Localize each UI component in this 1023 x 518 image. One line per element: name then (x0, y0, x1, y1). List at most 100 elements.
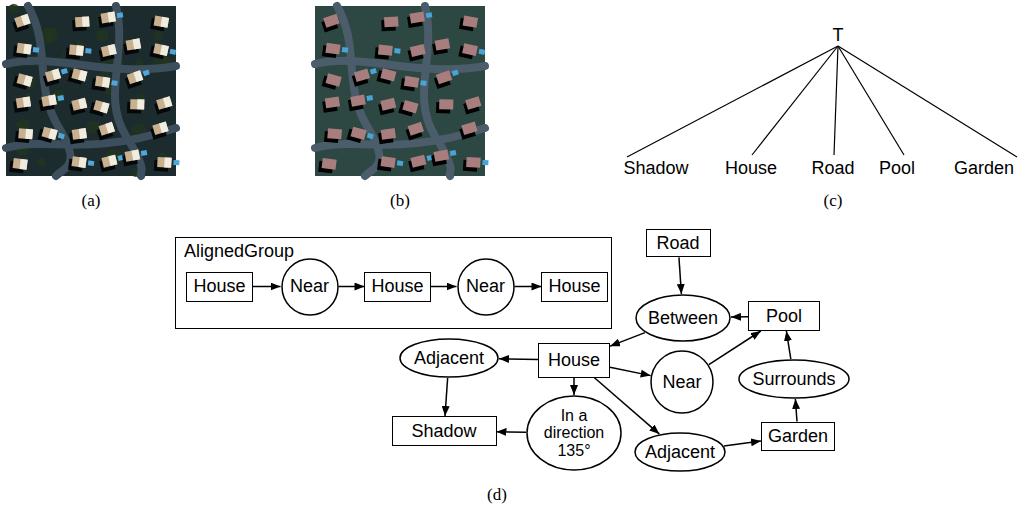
house-roof (71, 98, 87, 111)
house-roof (127, 70, 143, 84)
tree-label: House (725, 158, 777, 179)
house-group (322, 73, 342, 91)
tree-label: Garden (954, 158, 1014, 179)
house-group (15, 128, 33, 143)
house-roof-lit (25, 129, 33, 140)
house-group (407, 10, 434, 28)
house-group (96, 122, 117, 141)
house-roof-lit (164, 157, 172, 167)
house-group (381, 16, 399, 31)
relation-arrow (431, 286, 457, 288)
house-group (13, 73, 33, 91)
relation-arrow (709, 331, 761, 365)
house-roof-lit (105, 122, 115, 134)
house-roof-lit (82, 16, 90, 26)
house-roof (354, 68, 370, 82)
road (315, 128, 485, 148)
pool (366, 95, 373, 101)
house-group (68, 156, 95, 173)
house-group (13, 42, 40, 59)
house-roof-lit (48, 128, 57, 139)
node-text: House (548, 350, 600, 371)
house-roof (14, 14, 30, 28)
house-group (375, 44, 401, 60)
group-box: AlignedGroupHouseNearHouseNearHouse (175, 237, 612, 329)
house-roof (351, 127, 367, 140)
house-group (320, 14, 341, 33)
house-roof (327, 128, 342, 139)
house-group (11, 14, 32, 33)
panel-caption: (a) (82, 191, 101, 211)
relation-arrow (610, 367, 651, 375)
object-box: House (186, 272, 252, 302)
relation-arrow (339, 286, 365, 288)
house-group (318, 158, 337, 174)
house-roof-lit (108, 155, 117, 166)
house-group (98, 10, 125, 28)
house-roof (404, 76, 419, 88)
house-group (376, 67, 396, 85)
house-roof (13, 158, 28, 170)
ellipse-shape (635, 433, 725, 471)
house-group (400, 75, 427, 93)
object-box: House (538, 343, 610, 378)
house-roof (381, 156, 396, 168)
house-group (322, 42, 349, 59)
object-box: House (364, 272, 430, 302)
house-group (66, 44, 92, 60)
house-group (378, 128, 397, 144)
house-roof-lit (133, 70, 143, 82)
house-roof (152, 122, 168, 136)
house-roof-lit (76, 45, 84, 56)
road (337, 6, 380, 176)
house-roof-lit (21, 14, 31, 26)
house-roof (125, 149, 141, 161)
house-roof (466, 157, 481, 168)
object-box: House (541, 272, 607, 302)
object-box: Shadow (392, 416, 497, 446)
relation-arrow (724, 441, 761, 446)
house-roof-lit (23, 75, 32, 87)
ellipse-shape (527, 396, 621, 470)
house-roof (465, 96, 481, 110)
house-group (463, 157, 489, 172)
relation-ellipse: Adjacent (634, 432, 726, 472)
house-roof-lit (78, 70, 87, 81)
house-roof (322, 158, 337, 170)
house-group (405, 122, 426, 141)
relation-ellipse: Near (650, 350, 714, 414)
relation-ellipse: Adjacent (399, 338, 499, 378)
house-roof (325, 43, 340, 55)
pool (478, 49, 485, 55)
house-group (13, 96, 32, 112)
pool (111, 80, 118, 86)
node-text: House (371, 276, 423, 297)
house-group (377, 156, 404, 173)
house-roof (462, 43, 478, 56)
house-roof (45, 68, 61, 82)
house-roof (95, 76, 110, 88)
house-roof (17, 73, 33, 86)
pool (394, 48, 400, 54)
house-group (149, 43, 176, 62)
house-roof (381, 128, 396, 140)
pool (367, 133, 374, 139)
house-roof-lit (23, 96, 31, 107)
relation-ellipse: In a direction 135° (526, 395, 622, 471)
house-roof (153, 43, 169, 56)
house-roof (41, 94, 57, 106)
house-roof-lit (159, 122, 169, 134)
house-roof (156, 96, 172, 110)
tree-branch (834, 46, 838, 155)
house-roof (16, 96, 31, 108)
house-roof-lit (163, 96, 173, 108)
tree-branch (838, 46, 1017, 157)
house-roof (439, 99, 453, 109)
node-text: Shadow (411, 421, 476, 442)
pool (141, 150, 148, 156)
house-group (69, 128, 88, 144)
node-text: Surrounds (752, 369, 835, 390)
house-roof (126, 38, 142, 50)
